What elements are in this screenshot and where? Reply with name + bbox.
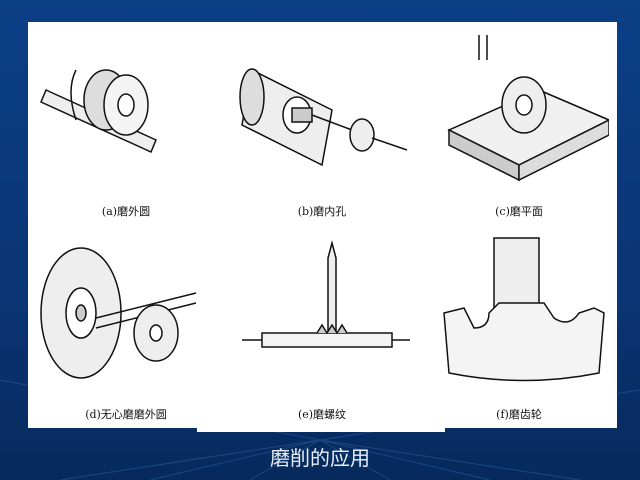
figure-caption: (e)磨螺纹: [297, 408, 347, 421]
external-grinding-drawing: [40, 69, 157, 154]
slide-title: 磨削的应用: [270, 446, 370, 470]
thread-grinding-drawing: [242, 240, 410, 348]
surface-grinding-drawing: [447, 35, 609, 182]
internal-grinding-drawing: [239, 68, 408, 167]
figure-thread-grinding: (e)磨螺纹: [224, 225, 420, 428]
figure-caption: (a)磨外圆: [101, 205, 151, 218]
centerless-grinding-drawing: [40, 247, 197, 379]
figure-gear-grinding: (f)磨齿轮: [421, 225, 617, 428]
figure-caption: (f)磨齿轮: [496, 408, 542, 421]
figure-panel: (a)磨外圆 (b)磨内孔 (: [28, 22, 617, 428]
figure-surface-grinding: (c)磨平面: [421, 22, 617, 225]
figure-caption: (b)磨内孔: [297, 205, 347, 218]
figure-external-grinding: (a)磨外圆: [28, 22, 224, 225]
figure-centerless-grinding: (d)无心磨磨外圆: [28, 225, 224, 428]
gear-grinding-drawing: [443, 237, 605, 382]
panel-extension: [197, 420, 445, 432]
figure-caption: (c)磨平面: [495, 205, 543, 218]
figure-caption: (d)无心磨磨外圆: [85, 408, 167, 421]
figure-internal-grinding: (b)磨内孔: [224, 22, 420, 225]
